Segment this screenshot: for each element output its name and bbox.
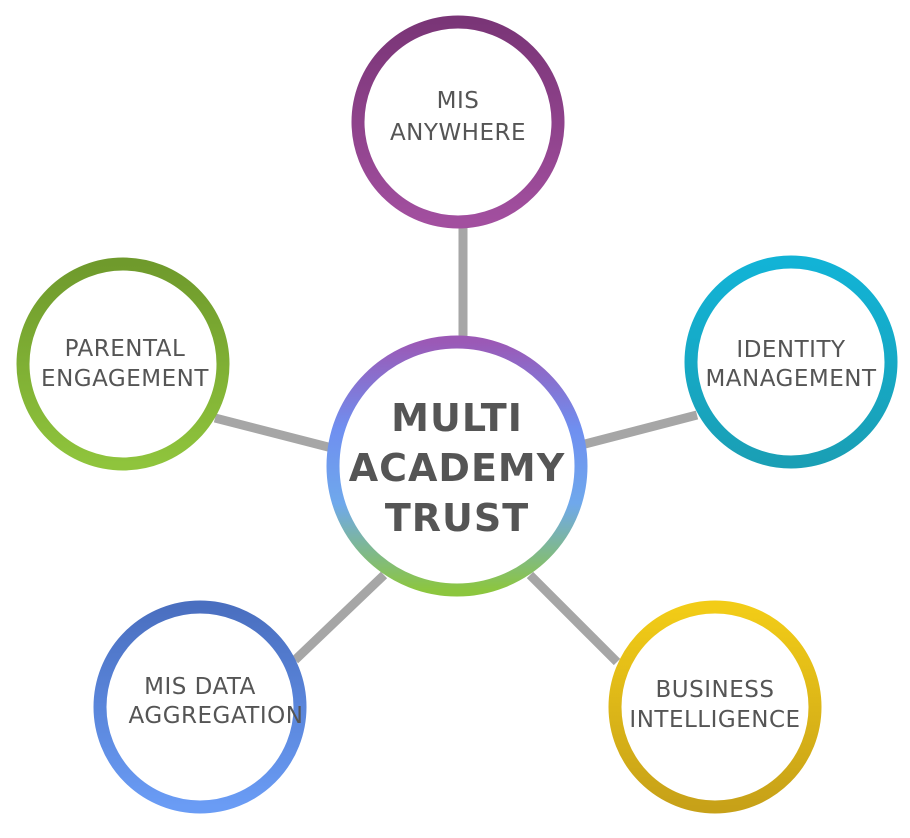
node-ring bbox=[16, 257, 230, 471]
node-label-line-2: AGGREGATION bbox=[129, 703, 304, 729]
node-label-line-1: PARENTAL bbox=[65, 336, 186, 362]
node-identity-management: IDENTITY MANAGEMENT bbox=[684, 255, 898, 469]
hub-label-line-2: ACADEMY bbox=[349, 446, 566, 490]
node-ring bbox=[351, 15, 565, 229]
connector-mis-data-aggregation bbox=[291, 571, 388, 664]
node-label-line-2: ANYWHERE bbox=[390, 120, 526, 146]
node-label-line-1: IDENTITY bbox=[736, 337, 846, 363]
connector-parental-engagement bbox=[213, 413, 334, 453]
node-ring bbox=[684, 255, 898, 469]
node-label-line-2: INTELLIGENCE bbox=[629, 707, 800, 733]
connectors bbox=[213, 225, 699, 666]
node-label-line-1: MIS bbox=[437, 88, 480, 114]
node-ring bbox=[93, 600, 307, 814]
connector-business-intelligence bbox=[526, 571, 621, 666]
node-mis-anywhere: MIS ANYWHERE bbox=[351, 15, 565, 229]
node-business-intelligence: BUSINESS INTELLIGENCE bbox=[608, 600, 822, 814]
node-label-line-1: MIS DATA bbox=[144, 674, 256, 700]
node-label-line-1: BUSINESS bbox=[656, 677, 775, 703]
node-label-line-2: ENGAGEMENT bbox=[41, 366, 209, 392]
node-mis-data-aggregation: MIS DATA AGGREGATION bbox=[93, 600, 307, 814]
hub-label-line-3: TRUST bbox=[385, 496, 529, 540]
hub-ring bbox=[326, 335, 588, 597]
node-label-line-2: MANAGEMENT bbox=[705, 366, 877, 392]
hub-label-line-1: MULTI bbox=[391, 396, 523, 440]
node-ring bbox=[608, 600, 822, 814]
node-parental-engagement: PARENTAL ENGAGEMENT bbox=[16, 257, 230, 471]
hub-multi-academy-trust: MULTI ACADEMY TRUST bbox=[326, 335, 588, 597]
connector-identity-management bbox=[583, 410, 699, 449]
